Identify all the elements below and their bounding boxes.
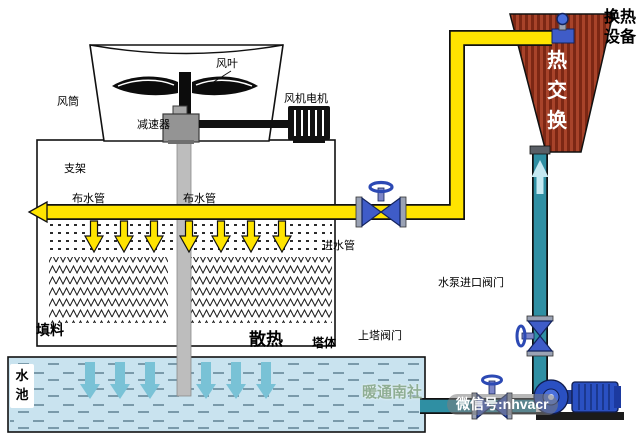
label-fan-blade: 风叶 — [216, 58, 238, 70]
label-pump-inlet-valve: 水泵进口阀门 — [438, 277, 504, 289]
label-fill-material: 填料 — [36, 322, 64, 338]
label-reducer: 减速器 — [137, 119, 170, 131]
label-heat-dissipation: 散热 — [249, 330, 283, 349]
gearbox — [162, 105, 200, 144]
watermark-wechat-id: 微信号:nhvacr — [447, 394, 558, 415]
label-tower-body: 塔体 — [312, 336, 337, 350]
label-fan-duct: 风筒 — [57, 96, 79, 108]
inlet-pipe-valve — [355, 180, 407, 228]
hot-water-pipe — [27, 30, 552, 224]
to-tower-valve — [515, 315, 554, 357]
watermark-site-name: 暖通南社 — [362, 384, 423, 401]
spray-arrows — [83, 220, 293, 254]
label-distribution-pipe-right: 布水管 — [183, 193, 216, 205]
label-heat-exchange: 热交换 — [547, 50, 567, 132]
water-pool — [7, 356, 426, 433]
fan-blades-icon — [112, 70, 258, 116]
fill-material-blocks — [49, 257, 332, 323]
label-inlet-pipe: 进水管 — [322, 240, 355, 252]
label-to-tower-valve: 上塔阀门 — [358, 330, 402, 342]
label-support: 支架 — [64, 163, 86, 175]
exchanger-inlet-fitting — [551, 12, 575, 44]
label-heat-exchange-equipment: 换热设备 — [604, 9, 637, 46]
cold-water-pipe — [420, 145, 551, 414]
label-fan-motor: 风机电机 — [284, 93, 328, 105]
fan-motor-unit — [199, 106, 330, 143]
drive-shaft-column — [176, 141, 192, 397]
heat-exchanger-body — [509, 13, 614, 153]
label-distribution-pipe-left: 布水管 — [72, 193, 105, 205]
pool-flow-arrows — [80, 362, 276, 399]
label-water-pool: 水池 — [10, 364, 34, 408]
